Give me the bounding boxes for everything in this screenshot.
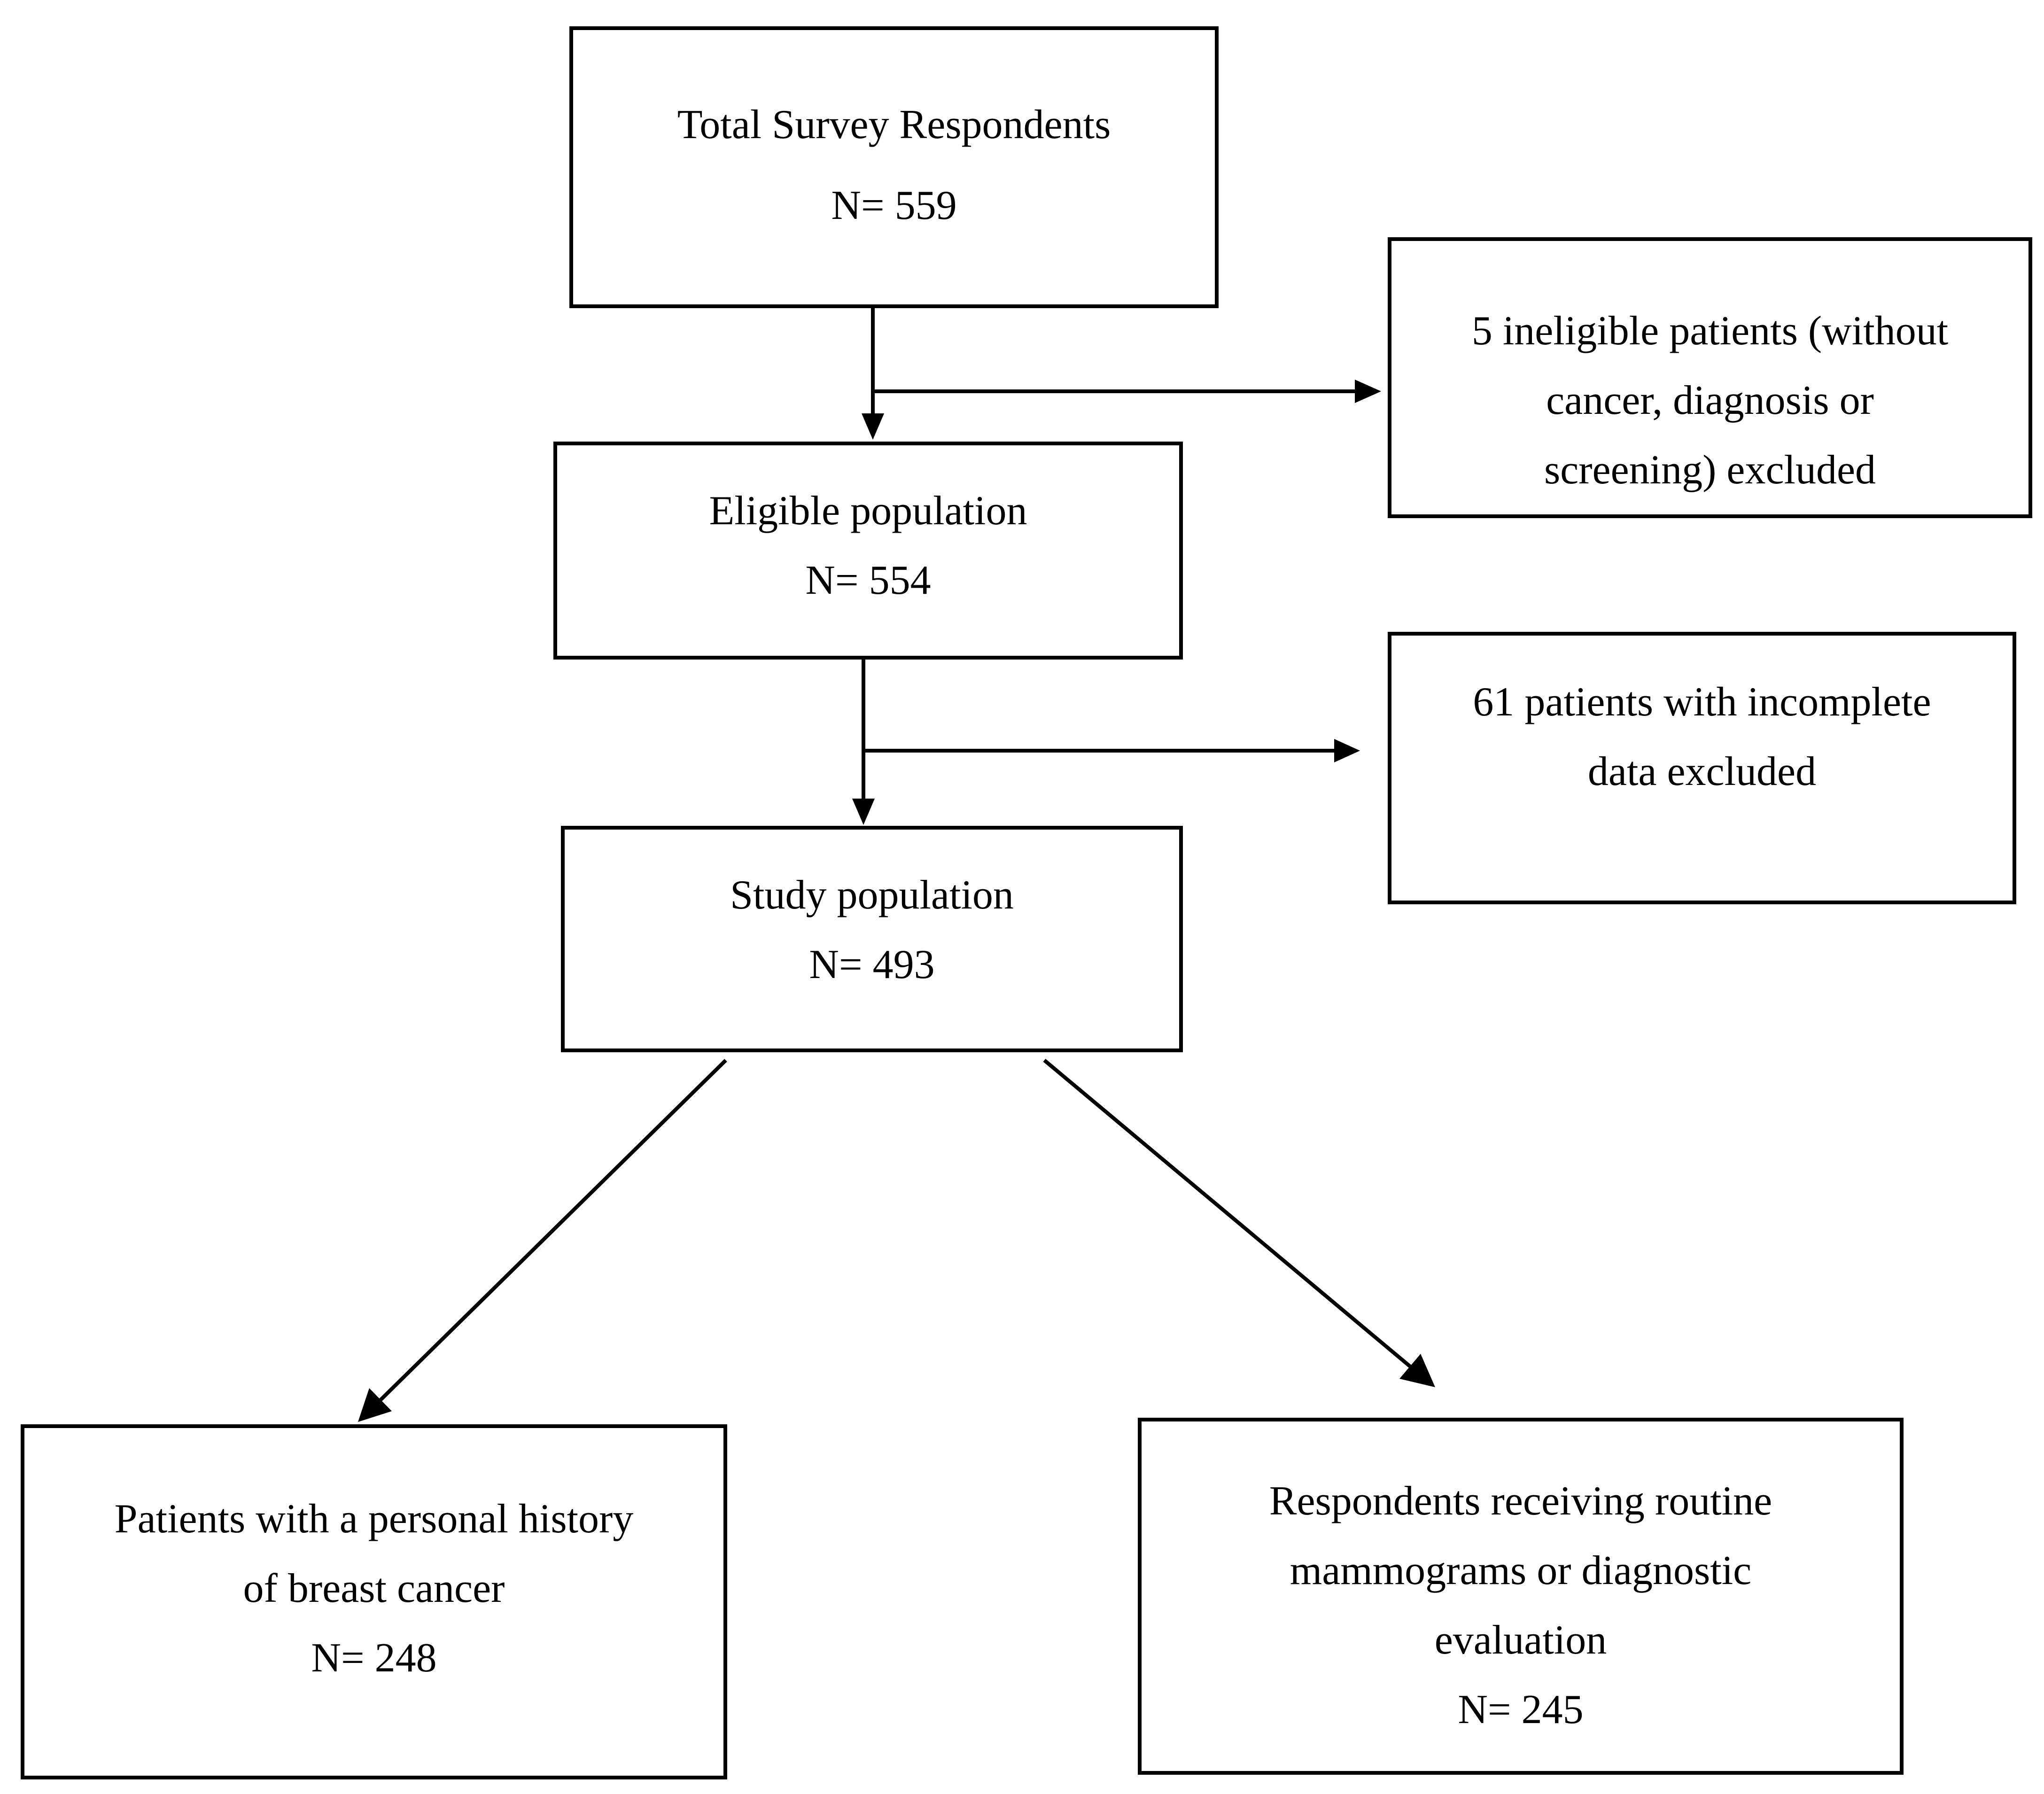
node-study-title: Study population (730, 872, 1014, 918)
node-history-line-2: of breast cancer (243, 1566, 505, 1611)
node-excluded-ineligible-line-1: 5 ineligible patients (without (1471, 308, 1949, 354)
node-history-count: N= 248 (311, 1635, 437, 1681)
node-routine-line-2: mammograms or diagnostic (1290, 1548, 1752, 1593)
node-routine-line-3: evaluation (1434, 1617, 1607, 1663)
arrow-study-to-history (374, 1059, 727, 1406)
node-excluded-ineligible-line-3: screening) excluded (1544, 447, 1876, 493)
node-breast-cancer-history: Patients with a personal history of brea… (21, 1424, 727, 1779)
arrow-study-to-routine (1043, 1058, 1418, 1374)
node-total-respondents: Total Survey Respondents N= 559 (569, 26, 1219, 308)
node-excluded-ineligible: 5 ineligible patients (without cancer, d… (1388, 237, 2032, 518)
arrowhead-eligible-to-excluded-incomplete (1334, 739, 1360, 762)
arrowhead-study-to-routine (1399, 1354, 1435, 1387)
node-total-count: N= 559 (831, 183, 957, 228)
node-routine-count: N= 245 (1458, 1687, 1584, 1732)
node-eligible-title: Eligible population (709, 488, 1027, 534)
node-history-line-1: Patients with a personal history (114, 1496, 634, 1542)
node-study-population: Study population N= 493 (561, 826, 1183, 1052)
arrowhead-total-to-eligible (862, 413, 884, 440)
arrowhead-study-to-history (358, 1388, 392, 1422)
node-study-count: N= 493 (809, 942, 935, 987)
arrowhead-total-to-excluded-ineligible (1355, 380, 1381, 403)
node-eligible-population: Eligible population N= 554 (553, 442, 1183, 660)
node-routine-mammograms: Respondents receiving routine mammograms… (1138, 1418, 1904, 1775)
node-excluded-incomplete: 61 patients with incomplete data exclude… (1388, 632, 2016, 904)
arrowhead-eligible-to-study (852, 799, 875, 825)
node-excluded-incomplete-line-2: data excluded (1587, 749, 1817, 794)
node-total-title: Total Survey Respondents (677, 102, 1111, 148)
node-excluded-ineligible-line-2: cancer, diagnosis or (1546, 378, 1874, 423)
node-excluded-incomplete-line-1: 61 patients with incomplete (1473, 679, 1931, 725)
node-routine-line-1: Respondents receiving routine (1269, 1478, 1772, 1524)
node-eligible-count: N= 554 (805, 558, 931, 603)
